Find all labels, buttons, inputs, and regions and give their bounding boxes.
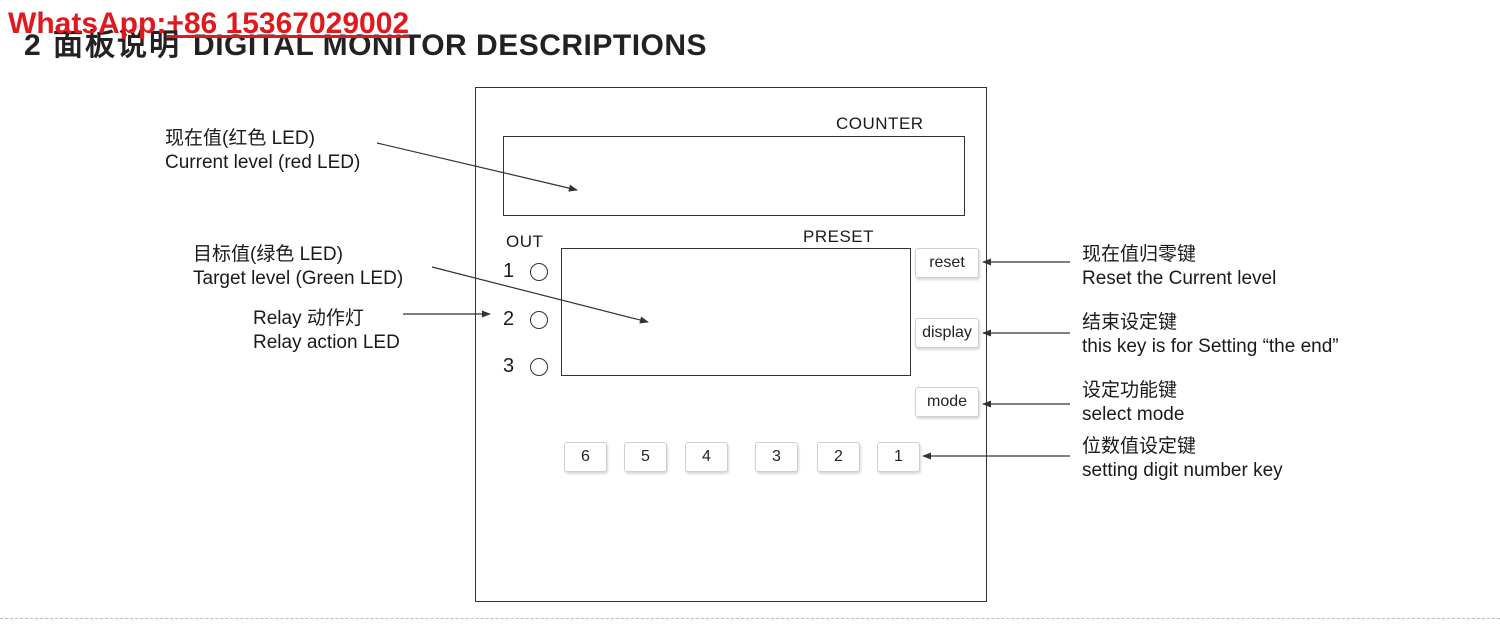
annotation-mode-en: select mode (1082, 404, 1185, 425)
page-heading: 2 面板说明 DIGITAL MONITOR DESCRIPTIONS (24, 26, 707, 66)
annotation-current-zh: 现在值(红色 LED) (165, 128, 315, 149)
digit-key-4[interactable]: 4 (685, 442, 728, 472)
annotation-display: 结束设定键 this key is for Setting “the end” (1082, 311, 1339, 359)
whatsapp-watermark: WhatsApp:+86 15367029002 (8, 4, 409, 44)
annotation-digits: 位数值设定键 setting digit number key (1082, 435, 1283, 483)
annotation-reset-zh: 现在值归零键 (1082, 244, 1197, 265)
digit-key-1[interactable]: 1 (877, 442, 920, 472)
display-button[interactable]: display (915, 318, 979, 348)
arrow-target-level (431, 266, 649, 324)
relay-led-1 (530, 263, 548, 281)
digit-key-2[interactable]: 2 (817, 442, 860, 472)
heading-en: DIGITAL MONITOR DESCRIPTIONS (193, 29, 708, 62)
annotation-target-level: 目标值(绿色 LED) Target level (Green LED) (193, 243, 403, 291)
counter-label: COUNTER (836, 114, 924, 133)
device-panel (475, 87, 987, 602)
annotation-mode-zh: 设定功能键 (1082, 380, 1178, 401)
annotation-mode: 设定功能键 select mode (1082, 379, 1184, 427)
annotation-digits-en: setting digit number key (1082, 460, 1283, 481)
mode-button[interactable]: mode (915, 387, 979, 417)
digit-key-3[interactable]: 3 (755, 442, 798, 472)
out-label: OUT (506, 232, 544, 251)
annotation-reset-en: Reset the Current level (1082, 268, 1277, 289)
annotation-target-en: Target level (Green LED) (193, 268, 404, 289)
counter-display (503, 136, 965, 216)
annotation-current-en: Current level (red LED) (165, 152, 361, 173)
heading-zh: 2 面板说明 (24, 29, 182, 62)
annotation-display-en: this key is for Setting “the end” (1082, 336, 1339, 357)
reset-button[interactable]: reset (915, 248, 979, 278)
annotation-reset: 现在值归零键 Reset the Current level (1082, 243, 1276, 291)
annotation-relay-zh: Relay 动作灯 (253, 308, 364, 329)
digit-key-6[interactable]: 6 (564, 442, 607, 472)
annotation-digits-zh: 位数值设定键 (1082, 436, 1197, 457)
watermark-number: +86 15367029002 (166, 7, 410, 40)
annotation-target-zh: 目标值(绿色 LED) (193, 244, 343, 265)
out-number-3: 3 (503, 355, 515, 377)
out-number-1: 1 (503, 260, 515, 282)
preset-label: PRESET (803, 227, 875, 246)
annotation-display-zh: 结束设定键 (1082, 312, 1178, 333)
annotation-relay-en: Relay action LED (253, 332, 400, 353)
annotation-current-level: 现在值(红色 LED) Current level (red LED) (165, 127, 360, 175)
out-number-2: 2 (503, 308, 515, 330)
watermark-prefix: WhatsApp: (8, 7, 167, 40)
annotation-relay-led: Relay 动作灯 Relay action LED (253, 307, 400, 355)
relay-led-3 (530, 358, 548, 376)
arrow-current-level (376, 142, 578, 192)
digit-key-5[interactable]: 5 (624, 442, 667, 472)
bottom-divider (0, 618, 1500, 620)
preset-display (561, 248, 911, 376)
relay-led-2 (530, 311, 548, 329)
